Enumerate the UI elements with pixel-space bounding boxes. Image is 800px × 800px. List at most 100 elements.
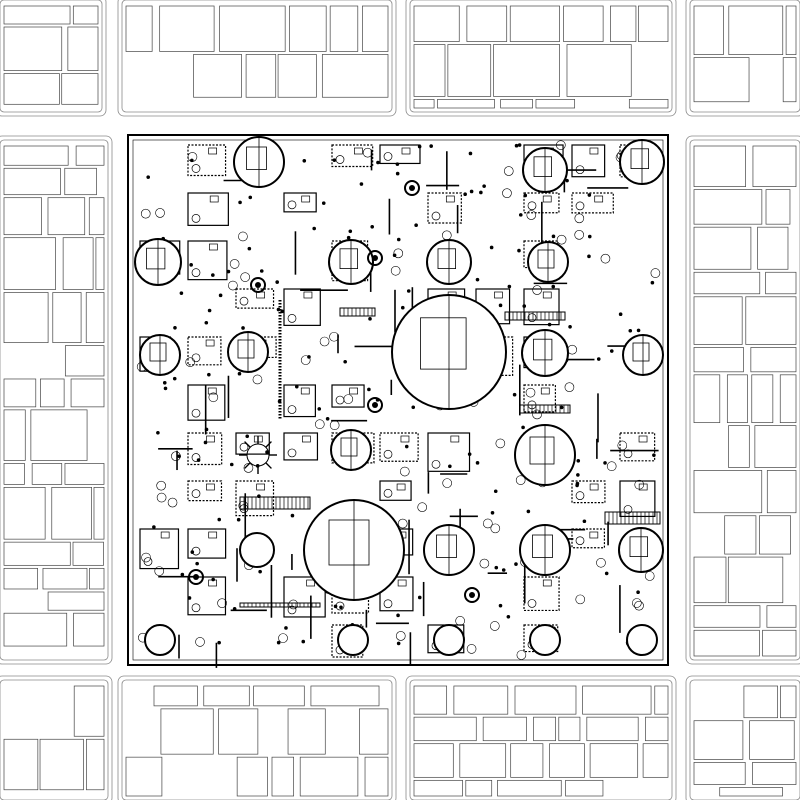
building <box>757 226 789 270</box>
building <box>3 567 38 590</box>
tree <box>574 230 584 240</box>
room-module <box>379 144 421 165</box>
pavilion-interior <box>436 534 457 558</box>
table <box>191 603 201 613</box>
room-module <box>187 576 227 616</box>
tree <box>238 231 248 242</box>
block-curb <box>405 0 677 117</box>
block-outline <box>0 139 109 661</box>
column <box>468 151 473 156</box>
building <box>3 167 61 196</box>
table <box>191 453 201 462</box>
building <box>752 145 797 187</box>
building <box>3 73 60 105</box>
building <box>693 374 721 424</box>
column <box>156 431 160 435</box>
column <box>417 144 422 149</box>
column <box>411 405 416 410</box>
central-plaza <box>127 134 669 668</box>
building <box>125 5 153 52</box>
furniture <box>450 435 460 443</box>
tree <box>314 419 325 430</box>
tree <box>466 644 477 654</box>
pavilion-interior <box>339 248 359 270</box>
column <box>207 308 212 313</box>
column <box>576 473 580 477</box>
column <box>565 178 569 183</box>
column <box>376 160 380 165</box>
column <box>489 245 494 250</box>
column <box>229 462 234 467</box>
room-module <box>187 240 228 281</box>
block-curb <box>0 0 107 117</box>
column <box>348 229 353 234</box>
stair <box>604 511 661 525</box>
pavilion-interior <box>246 146 267 170</box>
column <box>576 458 581 463</box>
building <box>364 756 389 797</box>
building <box>64 167 97 196</box>
building <box>70 378 105 408</box>
furniture <box>542 291 552 299</box>
tree <box>515 475 526 485</box>
column <box>494 565 499 570</box>
building <box>586 716 639 742</box>
building <box>693 470 763 514</box>
column <box>367 387 371 392</box>
furniture <box>400 435 410 443</box>
building <box>299 756 359 797</box>
furniture <box>209 243 218 251</box>
building <box>413 743 454 778</box>
column <box>312 226 316 231</box>
column <box>226 269 231 274</box>
column <box>187 596 192 600</box>
building <box>95 237 105 290</box>
column <box>237 371 242 376</box>
column <box>204 320 209 325</box>
tree <box>556 234 567 245</box>
building <box>727 556 784 604</box>
building <box>52 292 82 344</box>
furniture <box>160 531 170 539</box>
column <box>245 434 250 439</box>
building <box>549 743 585 778</box>
building <box>514 685 577 715</box>
furniture <box>206 483 215 491</box>
room-module <box>283 192 317 213</box>
building <box>310 685 380 707</box>
column <box>406 289 411 293</box>
building <box>93 487 105 540</box>
plaza-inner-border <box>132 139 664 661</box>
building <box>693 189 763 225</box>
column <box>493 489 498 494</box>
building <box>72 5 99 25</box>
building <box>533 716 556 742</box>
pavilion-interior <box>340 437 358 457</box>
building <box>693 145 746 187</box>
building <box>693 271 761 295</box>
circular-pavilion <box>529 624 561 656</box>
table <box>383 599 393 609</box>
building <box>3 409 26 461</box>
pavilion-interior <box>328 519 370 566</box>
radial-spoke <box>244 462 251 469</box>
building <box>3 237 56 290</box>
column <box>469 189 474 194</box>
tree <box>343 394 354 404</box>
building <box>780 685 797 719</box>
tree <box>141 552 151 563</box>
building <box>765 189 791 225</box>
column <box>321 201 326 205</box>
block-curb <box>117 0 397 117</box>
tree <box>516 650 527 660</box>
building <box>779 374 797 424</box>
column <box>294 384 299 389</box>
column <box>368 317 372 321</box>
block-outline <box>689 139 800 661</box>
building <box>693 296 743 345</box>
column <box>587 254 591 259</box>
building <box>745 296 797 345</box>
table <box>191 164 201 173</box>
room-module <box>187 432 223 466</box>
